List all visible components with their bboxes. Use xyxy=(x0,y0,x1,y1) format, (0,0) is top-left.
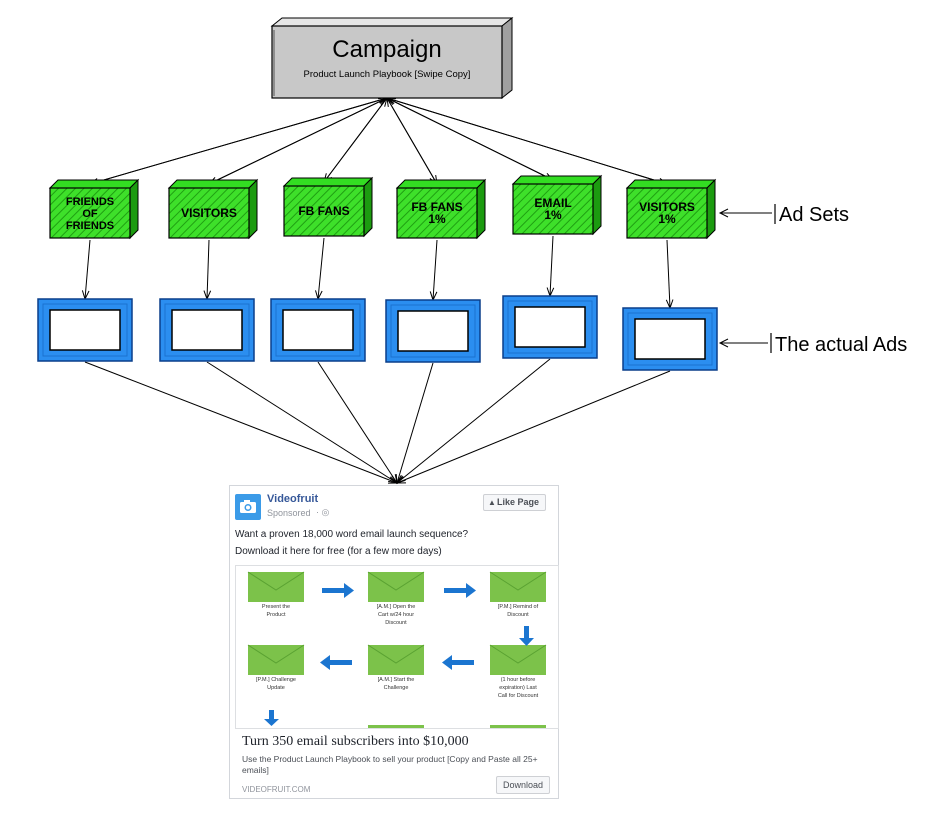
campaign-box: Campaign Product Launch Playbook [Swipe … xyxy=(270,16,514,100)
ad-sets-label: Ad Sets xyxy=(779,204,849,226)
ad-headline[interactable]: Turn 350 email subscribers into $10,000 xyxy=(242,734,469,749)
envelope-icon xyxy=(489,571,547,602)
campaign-title: Campaign xyxy=(332,36,441,63)
sequence-step-label: [A.M.] Open the xyxy=(377,604,416,610)
thumbs-up-icon: ▲ xyxy=(487,498,496,507)
like-page-button[interactable]: ▲Like Page xyxy=(482,494,546,511)
actual-ads-callout: The actual Ads xyxy=(718,333,907,356)
ad-set-box: FB FANS xyxy=(282,176,374,238)
down-arrow-icon xyxy=(264,710,279,726)
sequence-step-label: (1 hour before xyxy=(501,677,536,683)
ad-set-label: EMAIL xyxy=(534,196,571,210)
ad-domain: VIDEOFRUIT.COM xyxy=(242,785,311,794)
envelope-icon xyxy=(247,644,305,675)
sequence-step-label: Call for Discount xyxy=(498,693,539,699)
ad-set-label: FRIENDS xyxy=(66,220,114,232)
ad-box xyxy=(385,299,481,363)
download-button[interactable]: Download xyxy=(495,776,550,794)
campaign-subtitle: Product Launch Playbook [Swipe Copy] xyxy=(304,69,471,80)
ad-box xyxy=(159,298,255,362)
ad-description: Use the Product Launch Playbook to sell … xyxy=(242,754,538,775)
envelope-icon xyxy=(367,571,425,602)
connector-arrows xyxy=(81,96,674,485)
envelope-icon xyxy=(489,644,547,675)
like-page-label: Like Page xyxy=(496,497,539,507)
sequence-step-label: Discount xyxy=(507,612,529,618)
ad-box xyxy=(37,298,133,362)
facebook-ad-preview: Videofruit Sponsored · ◎ ▲Like Page Want… xyxy=(229,485,559,799)
ad-box xyxy=(622,307,718,371)
ad-box xyxy=(502,295,598,359)
right-arrow-icon xyxy=(444,583,476,598)
sponsored-label: Sponsored xyxy=(267,508,311,518)
right-arrow-icon xyxy=(322,583,354,598)
ad-set-label: VISITORS xyxy=(181,206,237,220)
sequence-step-label: [P.M.] Remind of xyxy=(498,604,539,610)
ad-set-box: VISITORS xyxy=(167,178,259,240)
ad-set-label: 1% xyxy=(544,208,562,222)
down-arrow-icon xyxy=(519,626,534,646)
ad-sets-callout: Ad Sets xyxy=(718,204,849,226)
ad-box xyxy=(270,298,366,362)
ad-set-label: FRIENDS xyxy=(66,196,114,208)
page-name-link[interactable]: Videofruit xyxy=(267,493,319,505)
post-text-line-1: Want a proven 18,000 word email launch s… xyxy=(235,529,469,540)
left-arrow-icon xyxy=(442,655,474,670)
actual-ads-label: The actual Ads xyxy=(775,334,907,356)
envelope-icon xyxy=(247,571,305,602)
envelope-icon xyxy=(367,644,425,675)
globe-icon: · ◎ xyxy=(316,507,330,517)
ad-set-label: VISITORS xyxy=(639,200,695,214)
sequence-step-label: Discount xyxy=(385,620,407,626)
page-logo-icon[interactable] xyxy=(235,494,261,520)
sequence-step-label: [A.M.] Start the xyxy=(378,677,415,683)
ad-set-label: 1% xyxy=(658,212,676,226)
ad-set-label: FB FANS xyxy=(298,204,349,218)
sequence-step-label: Challenge xyxy=(384,685,409,691)
sequence-step-label: [P.M.] Challenge xyxy=(256,677,296,683)
left-arrow-icon xyxy=(320,655,352,670)
ad-set-label: 1% xyxy=(428,212,446,226)
ads xyxy=(37,295,718,371)
sequence-step-label: expiration) Last xyxy=(499,685,537,691)
ad-set-label: OF xyxy=(82,208,98,220)
sequence-step-label: Present the xyxy=(262,604,290,610)
sequence-step-label: Product xyxy=(267,612,286,618)
post-text-line-2: Download it here for free (for a few mor… xyxy=(235,546,442,557)
sequence-step-label: Cart w/24 hour xyxy=(378,612,414,618)
ad-set-label: FB FANS xyxy=(411,200,462,214)
sequence-step-label: Update xyxy=(267,685,285,691)
